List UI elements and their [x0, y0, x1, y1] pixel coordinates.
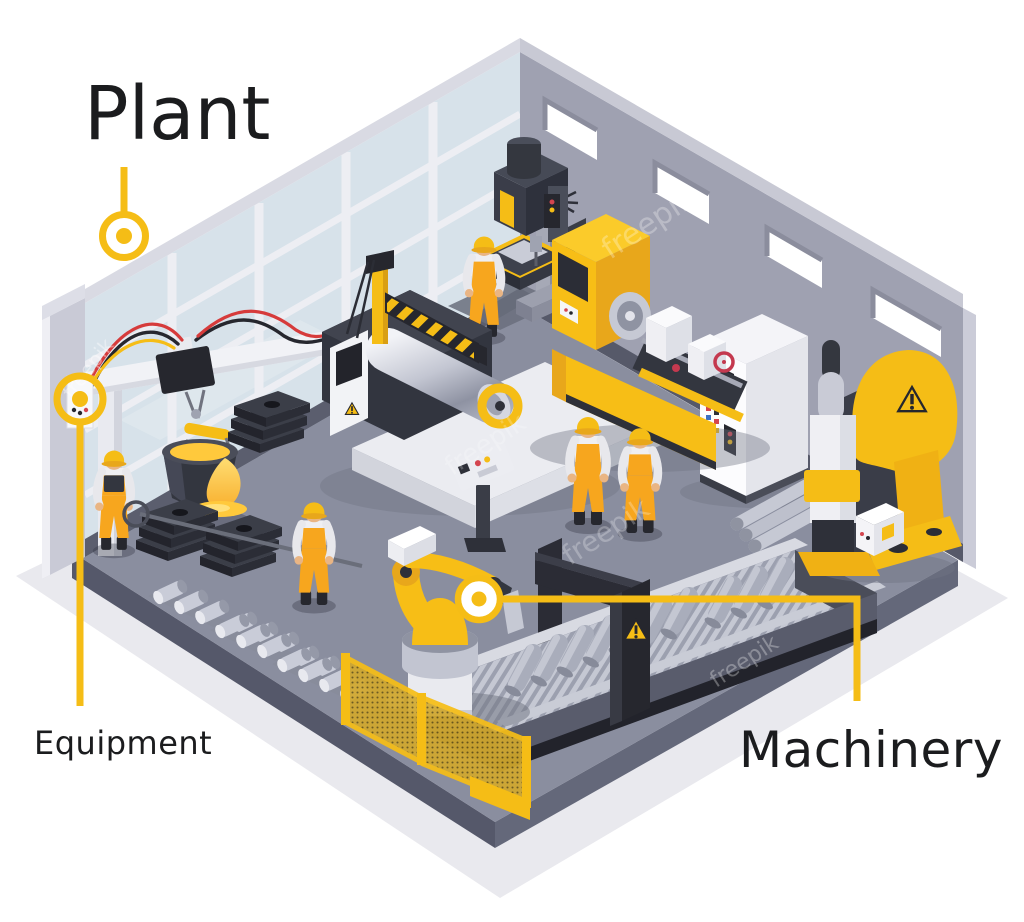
molten-metal-pour — [206, 458, 241, 508]
punch-press — [798, 340, 962, 583]
safety-fence — [341, 652, 531, 820]
equipment-marker-dot — [72, 391, 88, 407]
molten-metal-surface — [170, 443, 230, 461]
equipment-label: Equipment — [34, 724, 212, 762]
machinery-marker-dot — [471, 591, 487, 607]
worker-with-valve-wheel — [93, 451, 135, 559]
hazard-striped-boom — [345, 250, 487, 366]
window-slit — [764, 223, 824, 288]
callout-plant: Plant — [84, 71, 270, 261]
control-pedestal — [450, 442, 515, 552]
handwheel — [713, 351, 735, 373]
cabinet-buttons — [706, 406, 736, 456]
valve-wheel — [122, 500, 150, 528]
press-control-box — [856, 503, 904, 556]
window-slit — [652, 158, 711, 224]
power-wires — [86, 309, 334, 393]
plant-label: Plant — [84, 71, 270, 157]
lathe-headstock — [552, 214, 651, 350]
metal-roller — [366, 328, 514, 424]
hook-and-ladle — [161, 389, 249, 531]
callout-machinery: Machinery — [454, 574, 1003, 779]
rolling-machine — [320, 250, 668, 552]
equipment-marker-ring — [53, 372, 107, 426]
plant-marker-dot — [116, 228, 132, 244]
callout-equipment: Equipment — [34, 372, 212, 762]
safety-gate — [535, 552, 650, 726]
exhaust-post — [544, 186, 568, 242]
window-slit — [542, 95, 599, 160]
lathe-carriage — [646, 306, 735, 380]
machinery-label: Machinery — [739, 721, 1003, 779]
window-slit — [870, 285, 943, 357]
